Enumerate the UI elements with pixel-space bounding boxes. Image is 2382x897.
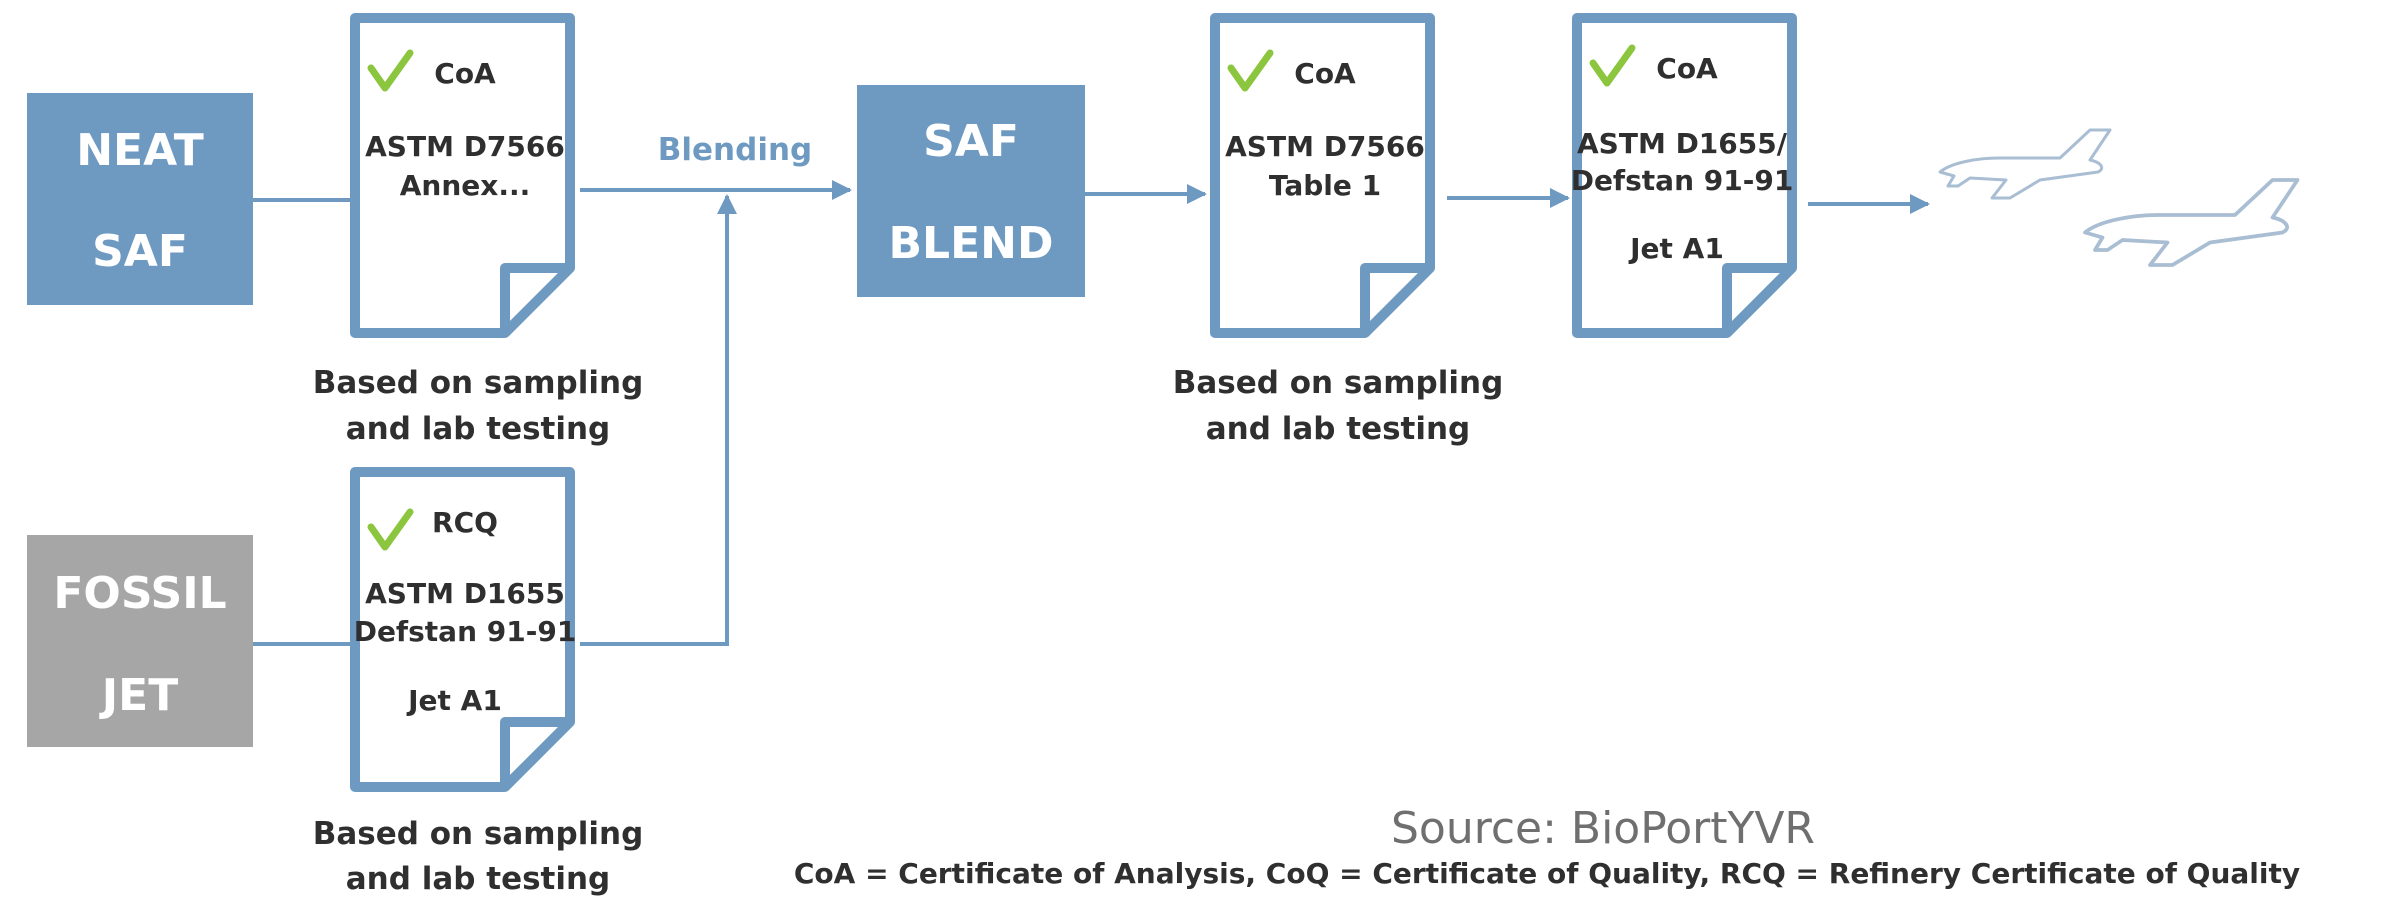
check-icon <box>367 508 414 551</box>
doc-neat-line1: ASTM D7566 <box>365 130 565 163</box>
doc-fossil-note2: and lab testing <box>346 861 611 897</box>
coa-document-final: CoA ASTM D1655/ Defstan 91-91 Jet A1 <box>1571 18 1794 333</box>
fossil-jet-line2: JET <box>99 670 178 721</box>
neat-saf-box: NEAT SAF <box>27 93 253 305</box>
airplane-icon <box>1938 128 2112 200</box>
doc-final-cert: CoA <box>1656 52 1718 85</box>
edge-rcq-to-blending <box>580 194 737 646</box>
doc-fossil-cert: RCQ <box>432 506 498 539</box>
coa-document-neat: CoA ASTM D7566 Annex... <box>355 18 570 333</box>
doc-fossil-line2: Defstan 91-91 <box>354 615 577 648</box>
doc-final-line1: ASTM D1655/ <box>1577 127 1788 160</box>
source-credit: Source: BioPortYVR <box>1391 803 1815 854</box>
airplane-icon <box>2083 178 2300 267</box>
doc-blend-line2: Table 1 <box>1269 169 1381 202</box>
blending-label: Blending <box>658 132 812 168</box>
fossil-jet-line1: FOSSIL <box>53 568 226 619</box>
doc-blend-note2: and lab testing <box>1206 411 1471 447</box>
check-icon <box>1227 49 1274 92</box>
doc-blend-line1: ASTM D7566 <box>1225 130 1425 163</box>
saf-blend-line1: SAF <box>923 116 1019 167</box>
doc-final-line2: Defstan 91-91 <box>1571 164 1794 197</box>
check-icon <box>367 49 414 92</box>
doc-fossil-note1: Based on sampling <box>313 816 644 852</box>
rcq-document-fossil: RCQ ASTM D1655 Defstan 91-91 Jet A1 <box>354 472 577 787</box>
doc-neat-cert: CoA <box>434 57 496 90</box>
fossil-jet-box: FOSSIL JET <box>27 535 253 747</box>
connectors <box>253 180 1930 646</box>
doc-neat-note1: Based on sampling <box>313 365 644 401</box>
coa-document-blend: CoA ASTM D7566 Table 1 <box>1215 18 1430 333</box>
neat-saf-line2: SAF <box>92 226 188 277</box>
doc-blend-note1: Based on sampling <box>1173 365 1504 401</box>
doc-neat-note2: and lab testing <box>346 411 611 447</box>
doc-neat-line2: Annex... <box>400 169 531 202</box>
saf-blend-box: SAF BLEND <box>857 85 1085 297</box>
check-icon <box>1589 44 1636 87</box>
doc-blend-cert: CoA <box>1294 57 1356 90</box>
doc-final-line3: Jet A1 <box>1628 232 1724 265</box>
neat-saf-line1: NEAT <box>76 125 204 176</box>
doc-fossil-line1: ASTM D1655 <box>365 577 565 610</box>
doc-fossil-line3: Jet A1 <box>406 684 502 717</box>
abbreviation-legend: CoA = Certificate of Analysis, CoQ = Cer… <box>794 857 2300 890</box>
saf-blend-line2: BLEND <box>889 218 1054 269</box>
